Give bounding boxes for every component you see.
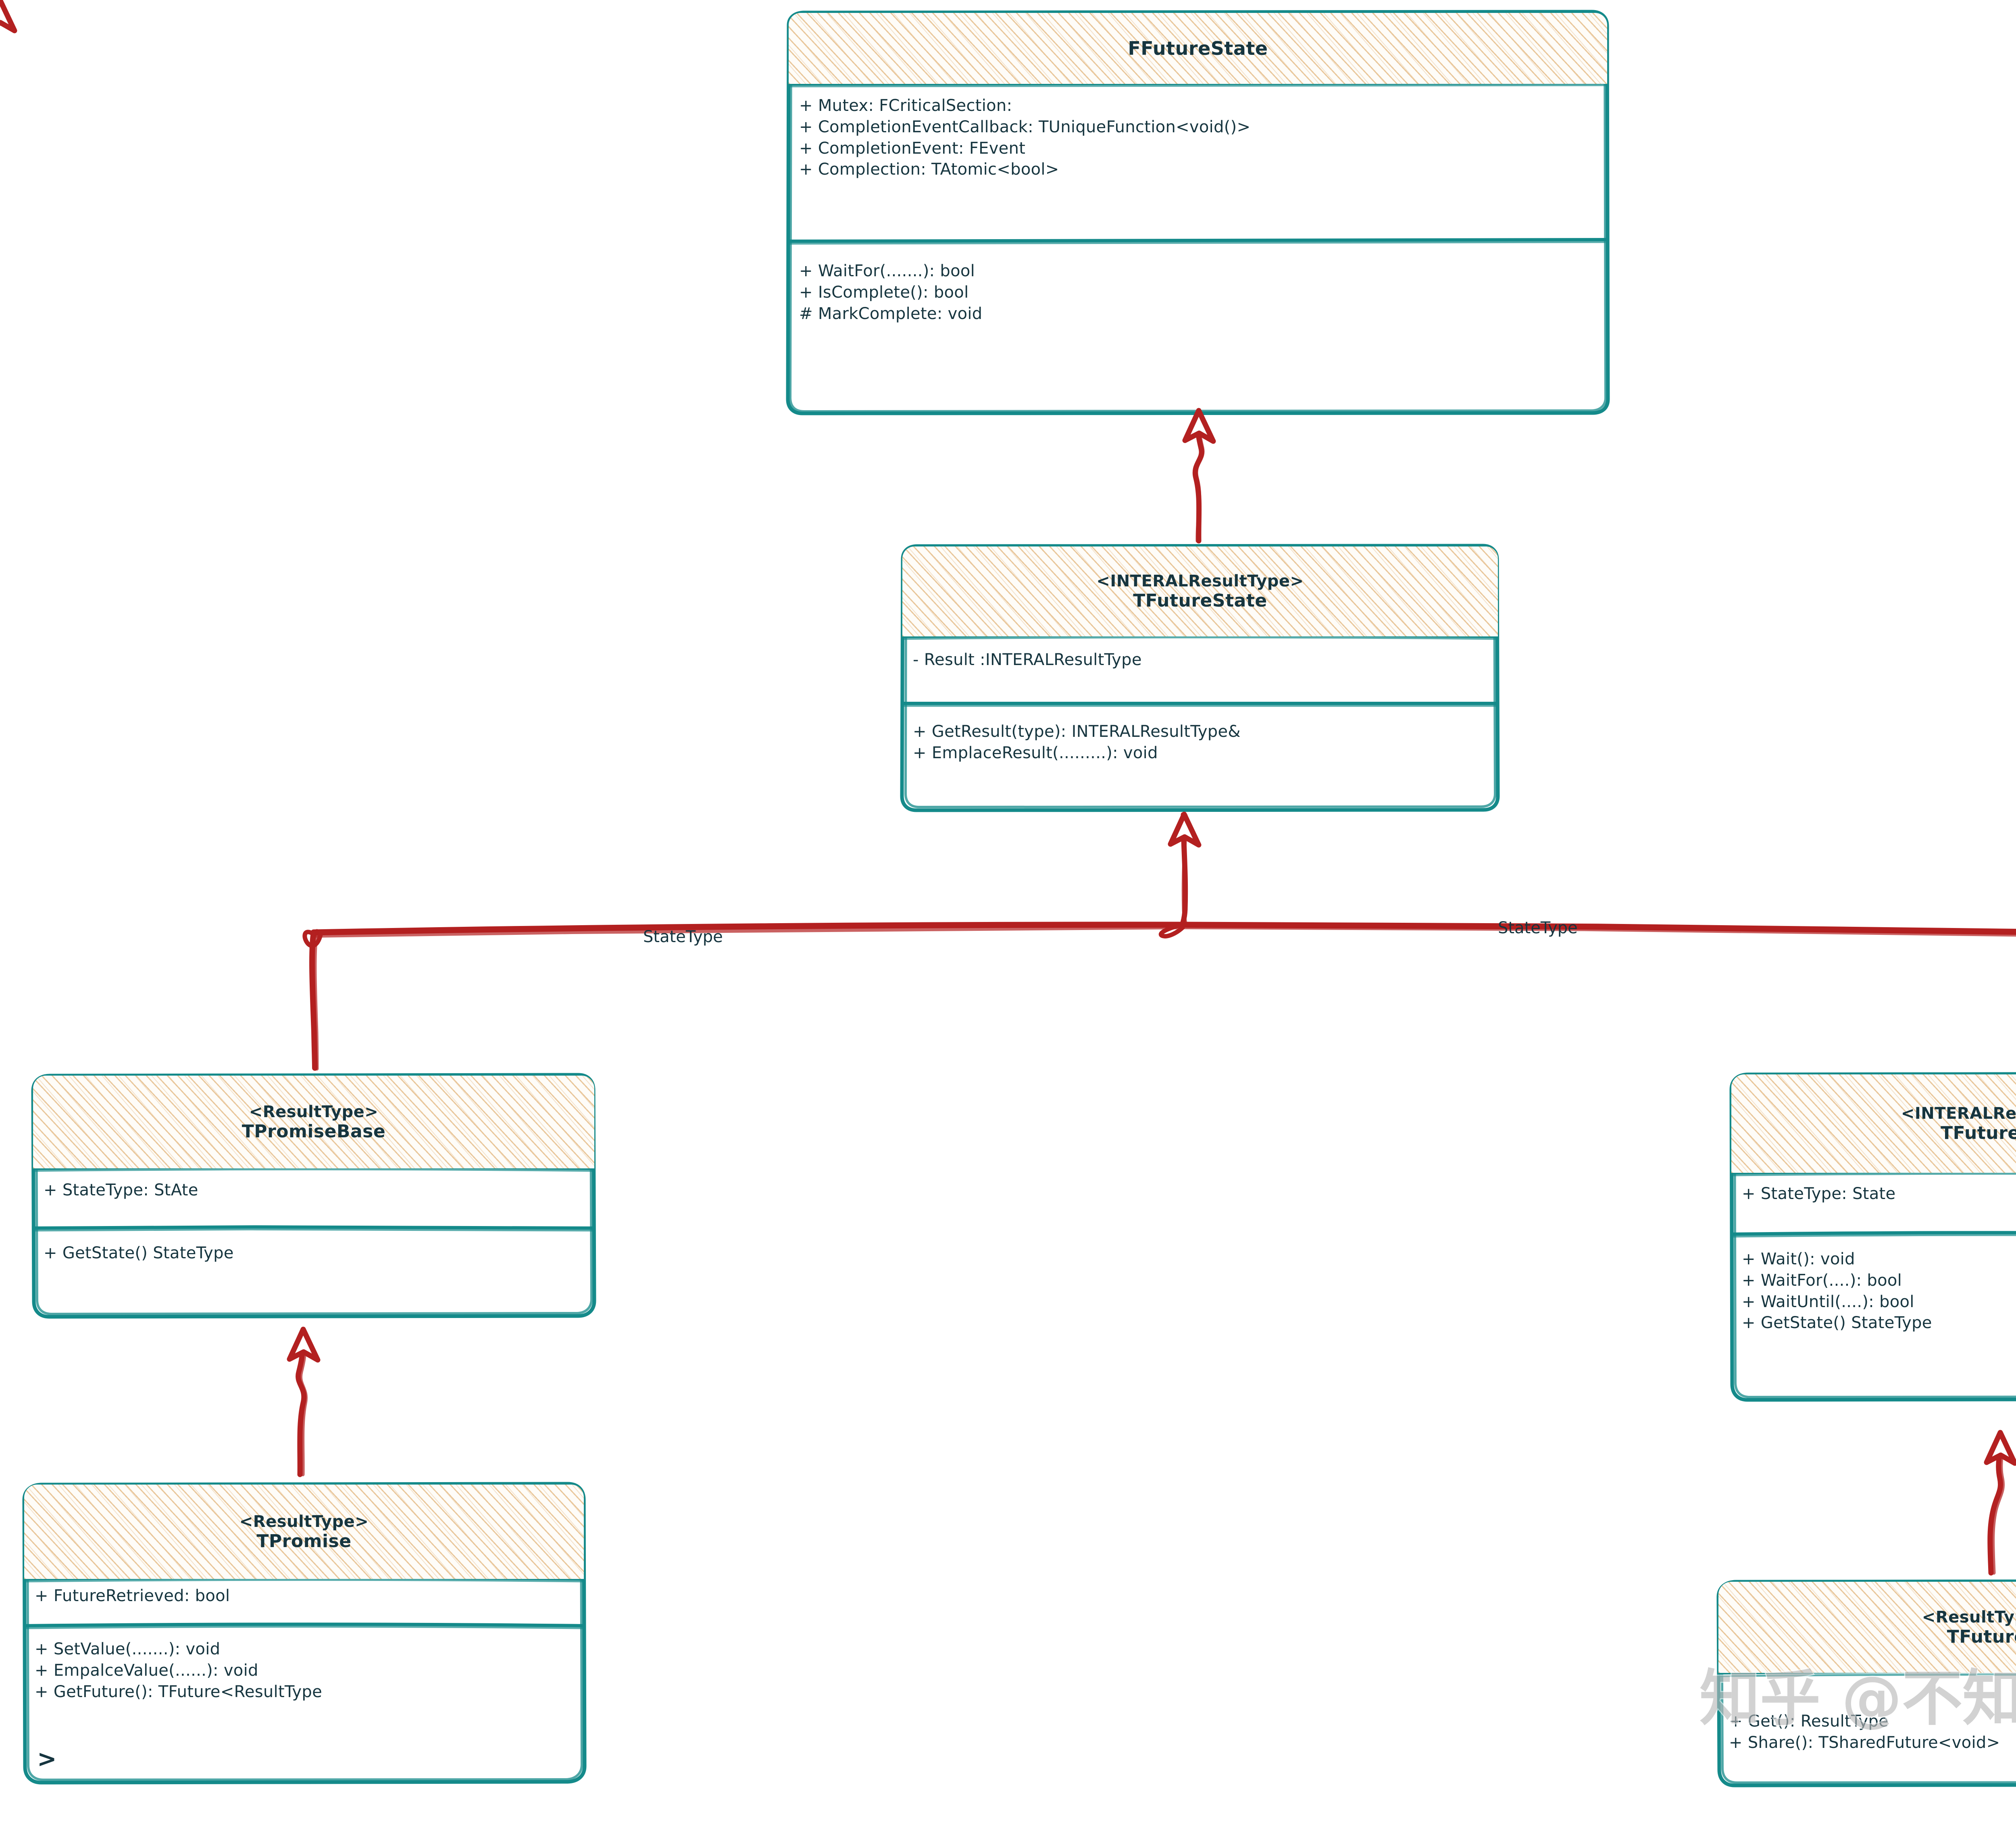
class-box-tfuturestate[interactable]: <INTERALResultType> TFutureState - Resul… [889,540,1510,815]
class-header-tfuturebase: <INTERALResultType> TFutureBase [1731,1074,2016,1173]
watermark-text: 知乎 @不知名书杯 [1698,1663,2016,1735]
method-row: + GetResult(type): INTERALResultType& [913,722,1241,741]
attributes-compartment-ffuturestate: + Mutex: FCriticalSection: + CompletionE… [789,85,1618,261]
class-header-tpromisebase: <ResultType> TPromiseBase [33,1076,594,1168]
method-row: + Wait(): void [1742,1250,1855,1268]
attribute-row: + CompletionEventCallback: TUniqueFuncti… [799,117,1251,136]
edge-tpromisebase-to-trunk [302,929,323,1071]
attribute-row: - Result :INTERALResultType [913,651,1142,669]
method-row: + IsComplete(): bool [799,283,969,302]
method-row: + EmplaceResult(.........): void [913,743,1158,762]
methods-compartment-tpromise: + SetValue(.......): void + EmpalceValue… [24,1627,594,1803]
class-stereotype: <INTERALResultType> [1096,572,1304,590]
edge-tfuture-to-tfuturebase [1987,1433,2015,1576]
method-row: + SetValue(.......): void [35,1640,221,1658]
edge-horizontal-trunk [310,922,2016,938]
class-name: TPromise [256,1531,352,1552]
method-row: + EmpalceValue(......): void [35,1661,258,1680]
methods-compartment-tpromisebase: + GetState() StateType [33,1229,605,1339]
edge-tfuturestate-to-ffuturestate [1185,411,1213,544]
class-name: TPromiseBase [242,1121,386,1142]
class-box-ffuturestate[interactable]: FFutureState + Mutex: FCriticalSection: … [774,7,1621,417]
attribute-row: + FutureRetrieved: bool [35,1587,230,1605]
method-row: # MarkComplete: void [799,304,983,323]
class-header-tfuturestate: <INTERALResultType> TFutureState [902,546,1498,636]
class-stereotype: <INTERALResultType> [1901,1104,2016,1123]
edge-label-statetype-left: StateType [643,928,723,946]
edge-label-statetype-right: StateType [1498,919,1578,937]
class-box-tfuturebase[interactable]: <INTERALResultType> TFutureBase + StateT… [1722,1065,2016,1408]
attribute-row: + Complection: TAtomic<bool> [799,160,1059,179]
edge-trunk-stem [1170,814,1199,927]
attribute-row: + Mutex: FCriticalSection: [799,96,1012,115]
class-name: TFuture [1947,1626,2016,1647]
method-row: + GetState() StateType [44,1244,234,1262]
methods-compartment-ffuturestate: + WaitFor(.......): bool + IsComplete():… [789,242,1618,440]
method-row: + WaitUntil(....): bool [1742,1292,1914,1311]
method-row: + WaitFor(.......): bool [799,262,975,280]
attribute-row: + StateType: State [1742,1185,1896,1203]
method-row: + GetState() StateType [1742,1314,1932,1333]
class-stereotype: <ResultType> [239,1512,369,1531]
class-stereotype: <ResultType> [1922,1608,2016,1627]
class-header-ffuturestate: FFutureState [789,13,1607,84]
method-row: + GetFuture(): TFuture<ResultType [35,1682,323,1701]
class-box-tpromise[interactable]: > <ResultType> TPromise + FutureRetrieve… [16,1474,597,1791]
class-stereotype: <ResultType> [249,1102,379,1121]
method-row: + WaitFor(....): bool [1742,1271,1902,1290]
class-name: TFutureState [1133,590,1267,611]
edge-tpromise-to-tpromisebase [0,0,318,1477]
class-box-tpromisebase[interactable]: <ResultType> TPromiseBase + StateType: S… [24,1067,606,1321]
attribute-row: + CompletionEvent: FEvent [799,139,1026,158]
methods-compartment-tfuturestate: + GetResult(type): INTERALResultType& + … [902,704,1508,836]
class-box-tfuture[interactable]: <ResultType> TFuture + Get(): ResultType… [1710,1573,2016,1793]
methods-compartment-tfuturebase: + Wait(): void + WaitFor(....): bool + W… [1731,1235,2016,1422]
class-name: FFutureState [1128,38,1268,59]
class-name: TFutureBase [1941,1122,2016,1143]
attribute-row: + StateType: StAte [44,1181,198,1199]
class-header-tpromise: <ResultType> TPromise [24,1485,584,1579]
